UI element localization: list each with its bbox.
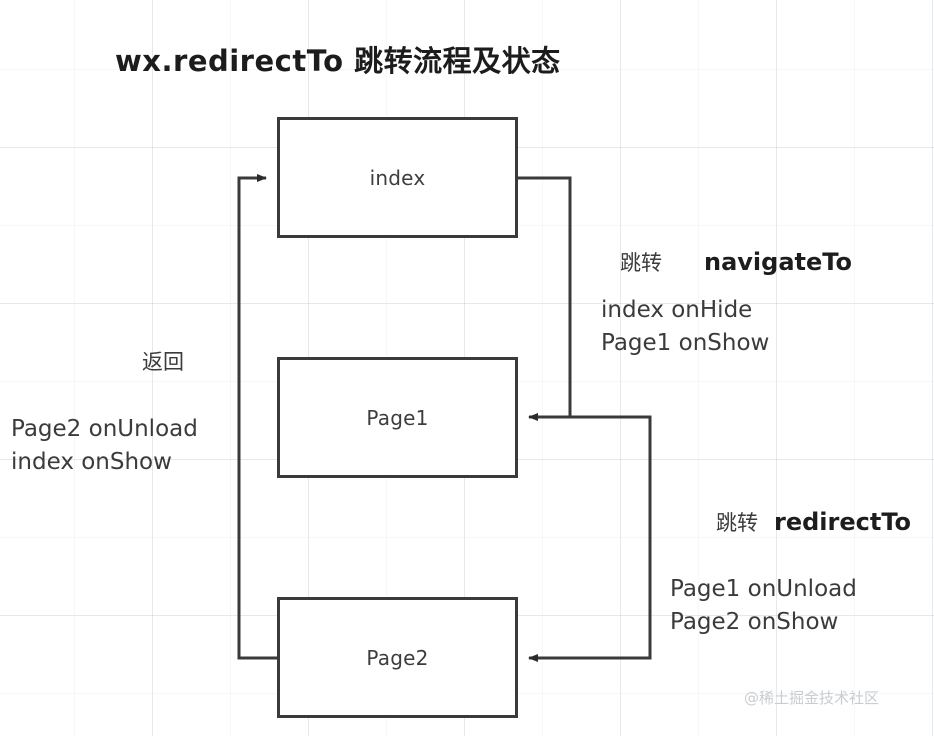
edge-label-back-action: 返回 bbox=[142, 350, 184, 374]
edge-label-navigate-line2: Page1 onShow bbox=[601, 329, 770, 356]
edge-label-back-lifecycle: Page2 onUnload index onShow bbox=[11, 413, 198, 478]
node-page1[interactable]: Page1 bbox=[277, 357, 518, 478]
node-page2[interactable]: Page2 bbox=[277, 597, 518, 718]
edge-label-navigate-line1: index onHide bbox=[601, 297, 753, 323]
edge-label-navigate-lifecycle: index onHide Page1 onShow bbox=[601, 294, 769, 359]
edge-label-navigate-header: 跳转 navigateTo bbox=[620, 247, 852, 277]
edge-label-back-line1: Page2 onUnload bbox=[11, 416, 198, 442]
node-page2-label: Page2 bbox=[366, 645, 429, 670]
node-index[interactable]: index bbox=[277, 117, 518, 238]
edge-label-back-header: 返回 bbox=[142, 346, 184, 376]
edge-label-redirect-lifecycle: Page1 onUnload Page2 onShow bbox=[670, 573, 857, 638]
watermark: @稀土掘金技术社区 bbox=[744, 689, 880, 707]
edge-label-back-line2: index onShow bbox=[11, 448, 172, 475]
edge-page2-to-index bbox=[237, 174, 277, 660]
edge-label-navigate-api: navigateTo bbox=[704, 248, 852, 276]
node-page1-label: Page1 bbox=[366, 405, 429, 430]
edge-page1-to-page2 bbox=[528, 415, 652, 662]
edge-label-redirect-api: redirectTo bbox=[774, 508, 912, 536]
edge-label-navigate-action: 跳转 bbox=[620, 251, 662, 275]
edge-label-redirect-line1: Page1 onUnload bbox=[670, 576, 857, 602]
edge-label-redirect-line2: Page2 onShow bbox=[670, 608, 839, 635]
page-title: wx.redirectTo 跳转流程及状态 bbox=[115, 44, 561, 78]
node-index-label: index bbox=[369, 165, 426, 190]
edge-label-redirect-header: 跳转 redirectTo bbox=[716, 507, 911, 537]
edge-index-to-page1 bbox=[518, 176, 572, 421]
edge-label-redirect-action: 跳转 bbox=[716, 511, 758, 535]
